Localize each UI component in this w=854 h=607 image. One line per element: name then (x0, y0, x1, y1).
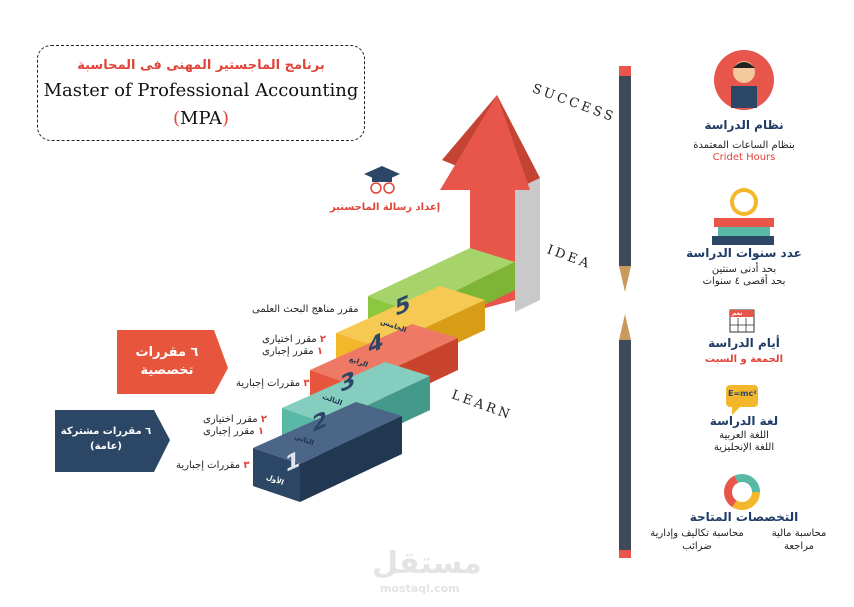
abbr-open: ( (173, 108, 181, 129)
course-step-1-count: ٣ (243, 460, 250, 471)
course-step-4-mandatory-count: ١ (316, 346, 323, 357)
title-arabic: برنامج الماجستير المهنى فى المحاسبة (77, 58, 325, 73)
course-step-3-count: ٣ (303, 378, 310, 389)
study-years-min: بحد أدنى سنتين (711, 264, 777, 275)
study-system-text: بنظام الساعات المعتمدة (693, 140, 795, 151)
course-step-2-mandatory-text: مقرر إجبارى (203, 426, 255, 437)
general-pill-line1: ٦ مقررات مشتركة (60, 426, 152, 437)
course-step-5: مقرر مناهج البحث العلمى (252, 304, 359, 315)
abbr-text: MPA (180, 108, 222, 129)
course-step-4-elective-text: مقرر اختيارى (262, 334, 317, 345)
course-step-3-text: مقررات إجبارية (236, 378, 301, 389)
course-step-4-mandatory: ١ مقرر إجبارى (262, 346, 323, 357)
specialized-pill (117, 330, 228, 394)
general-pill (55, 410, 170, 472)
study-years-max: بحد أقصى ٤ سنوات (702, 276, 786, 287)
watermark-url: mostaql.com (380, 582, 460, 595)
title-box: برنامج الماجستير المهنى فى المحاسبة Mast… (37, 45, 365, 141)
study-language-english: اللغة الإنجليزية (713, 442, 775, 453)
abbr-close: ) (221, 108, 229, 129)
calendar-tag: نعم (732, 310, 743, 317)
specialized-pill-line1: ٦ مقررات (135, 345, 199, 360)
bubble-text: E=mc² (728, 389, 757, 398)
donut-chart-icon (724, 474, 760, 510)
general-pill-line2: (عامة) (90, 441, 122, 452)
study-years-title: عدد سنوات الدراسة (686, 246, 802, 260)
study-system-en: Cridet Hours (712, 152, 776, 163)
specialized-pill-line2: تخصصية (140, 363, 194, 378)
course-step-1: ٣ مقررات إجبارية (176, 460, 249, 471)
pencil-divider-bottom (619, 314, 631, 558)
course-step-4-mandatory-text: مقرر إجبارى (262, 346, 314, 357)
specializations-title: التخصصات المتاحة (689, 510, 799, 524)
title-abbreviation: (MPA) (38, 108, 364, 129)
thesis-label: إعداد رسالة الماجستير (330, 202, 441, 213)
course-step-1-text: مقررات إجبارية (176, 460, 241, 471)
course-step-2-elective: ٢ مقرر اختيارى (203, 414, 267, 425)
title-english: Master of Professional Accounting (43, 80, 359, 101)
step-1 (253, 402, 402, 502)
course-step-4-elective: ٢ مقرر اختيارى (262, 334, 326, 345)
pencil-divider-top (619, 66, 631, 292)
speech-bubble-icon (726, 385, 758, 415)
spec-tax: ضرائب (682, 541, 712, 552)
study-language-title: لغة الدراسة (709, 414, 779, 428)
course-step-3: ٣ مقررات إجبارية (236, 378, 309, 389)
study-system-title: نظام الدراسة (704, 118, 784, 132)
student-avatar-icon (714, 50, 774, 110)
study-days-text: الجمعة و السبت (704, 354, 783, 365)
specialized-pill-text: ٦ مقررات تخصصية (117, 344, 217, 380)
course-step-2-mandatory-count: ١ (257, 426, 264, 437)
calendar-icon (729, 309, 755, 333)
graduation-cap-icon (364, 166, 400, 194)
spec-financial: محاسبة مالية (771, 528, 827, 539)
study-language-arabic: اللغة العربية (719, 430, 769, 441)
study-days-title: أيام الدراسة (708, 336, 780, 350)
course-step-2-elective-count: ٢ (260, 414, 267, 425)
spec-cost-management: محاسبة تكاليف وإدارية (650, 528, 744, 539)
spec-audit: مراجعة (783, 541, 815, 552)
course-step-4-elective-count: ٢ (319, 334, 326, 345)
general-pill-text: ٦ مقررات مشتركة (عامة) (55, 424, 157, 454)
clock-books-icon (712, 188, 774, 245)
course-step-2-elective-text: مقرر اختيارى (203, 414, 258, 425)
course-step-2-mandatory: ١ مقرر إجبارى (203, 426, 264, 437)
watermark-logo: مستقل (372, 546, 482, 581)
